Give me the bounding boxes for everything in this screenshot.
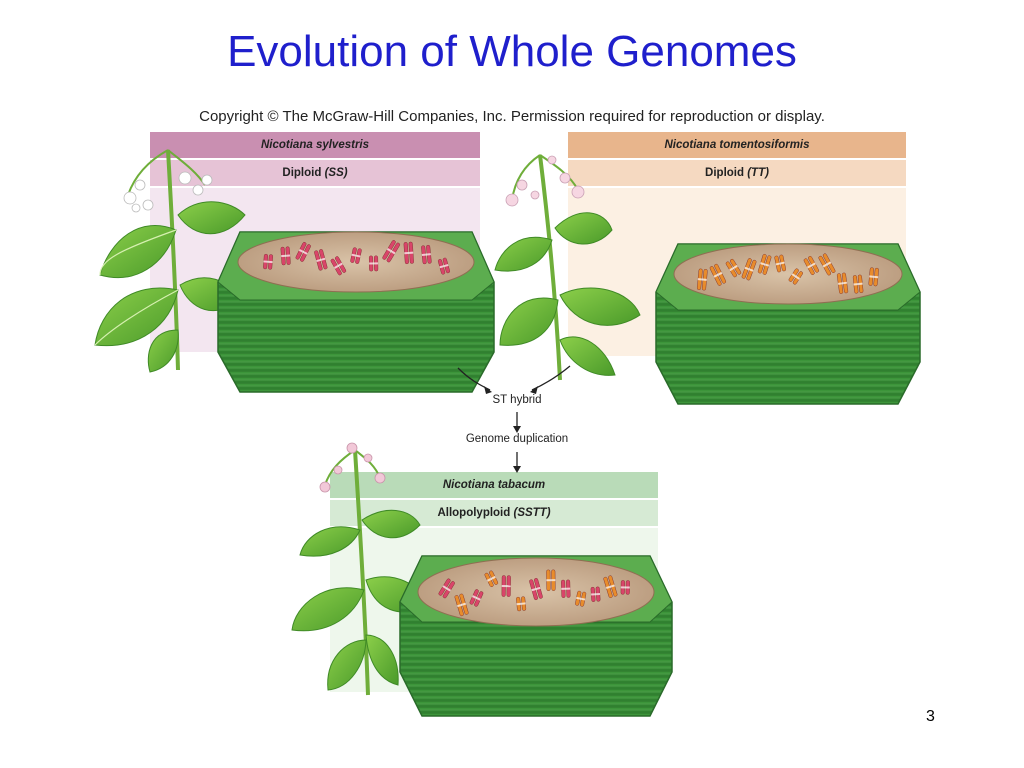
chromosome-icon — [314, 249, 328, 271]
chromosome-icon — [803, 256, 820, 275]
arrow-icon — [484, 386, 538, 473]
chromosome-icon — [438, 578, 455, 599]
page-number: 3 — [926, 708, 935, 725]
ploidy-label: Diploid (TT) — [568, 160, 906, 186]
chromosome-icon — [263, 240, 450, 276]
chromosome-icon — [852, 274, 864, 294]
chromosome-icon — [529, 578, 543, 601]
chromosome-icon — [546, 569, 556, 591]
cell-nucleus-icon — [655, 243, 921, 405]
chromosome-icon — [280, 246, 291, 266]
page-title: Evolution of Whole Genomes — [227, 27, 797, 76]
duplication-label: Genome duplication — [465, 433, 569, 445]
chromosome-icon — [561, 579, 571, 598]
species-label: Nicotiana tomentosiformis — [568, 132, 906, 158]
chromosome-icon — [350, 247, 362, 264]
chromosome-icon — [788, 268, 803, 285]
chromosome-icon — [369, 255, 379, 272]
chromosome-icon — [620, 580, 630, 595]
chromosome-icon — [469, 589, 484, 607]
chromosome-icon — [263, 253, 273, 270]
tobacco-plant-icon — [291, 442, 429, 696]
chromosome-icon — [603, 575, 618, 598]
chromosome-icon — [437, 257, 450, 275]
arrow-icon — [457, 365, 571, 468]
chromosome-icon — [295, 242, 311, 262]
species-label: Nicotiana sylvestris — [150, 132, 480, 158]
chromosome-icon — [697, 268, 708, 291]
copyright-notice: Copyright © The McGraw-Hill Companies, I… — [199, 108, 825, 125]
chromosome-icon — [575, 590, 587, 607]
chromosome-icon — [741, 258, 757, 281]
cell-nucleus-icon — [217, 231, 495, 393]
chromosome-icon — [836, 272, 849, 294]
chromosome-icon — [484, 570, 499, 588]
chromosome-icon — [403, 241, 414, 265]
chromosome-icon — [757, 254, 772, 275]
chromosome-icon — [501, 575, 511, 597]
chromosome-icon — [818, 253, 836, 276]
chromosome-icon — [438, 569, 630, 617]
tobacco-plant-icon — [494, 154, 641, 381]
chromosome-icon — [421, 244, 432, 265]
cell-nucleus-icon — [399, 555, 673, 717]
chromosome-icon — [709, 263, 727, 286]
chromosome-icon — [382, 240, 400, 263]
hybrid-label: ST hybrid — [492, 394, 542, 406]
chromosome-icon — [454, 593, 469, 617]
chromosome-icon — [774, 254, 786, 273]
chromosome-icon — [697, 253, 879, 294]
chromosome-icon — [516, 596, 527, 612]
chromosome-icon — [725, 258, 742, 278]
chromosome-icon — [330, 256, 347, 276]
chromosome-icon — [868, 267, 879, 287]
chromosome-icon — [590, 586, 601, 602]
tobacco-plant-icon — [94, 149, 246, 373]
